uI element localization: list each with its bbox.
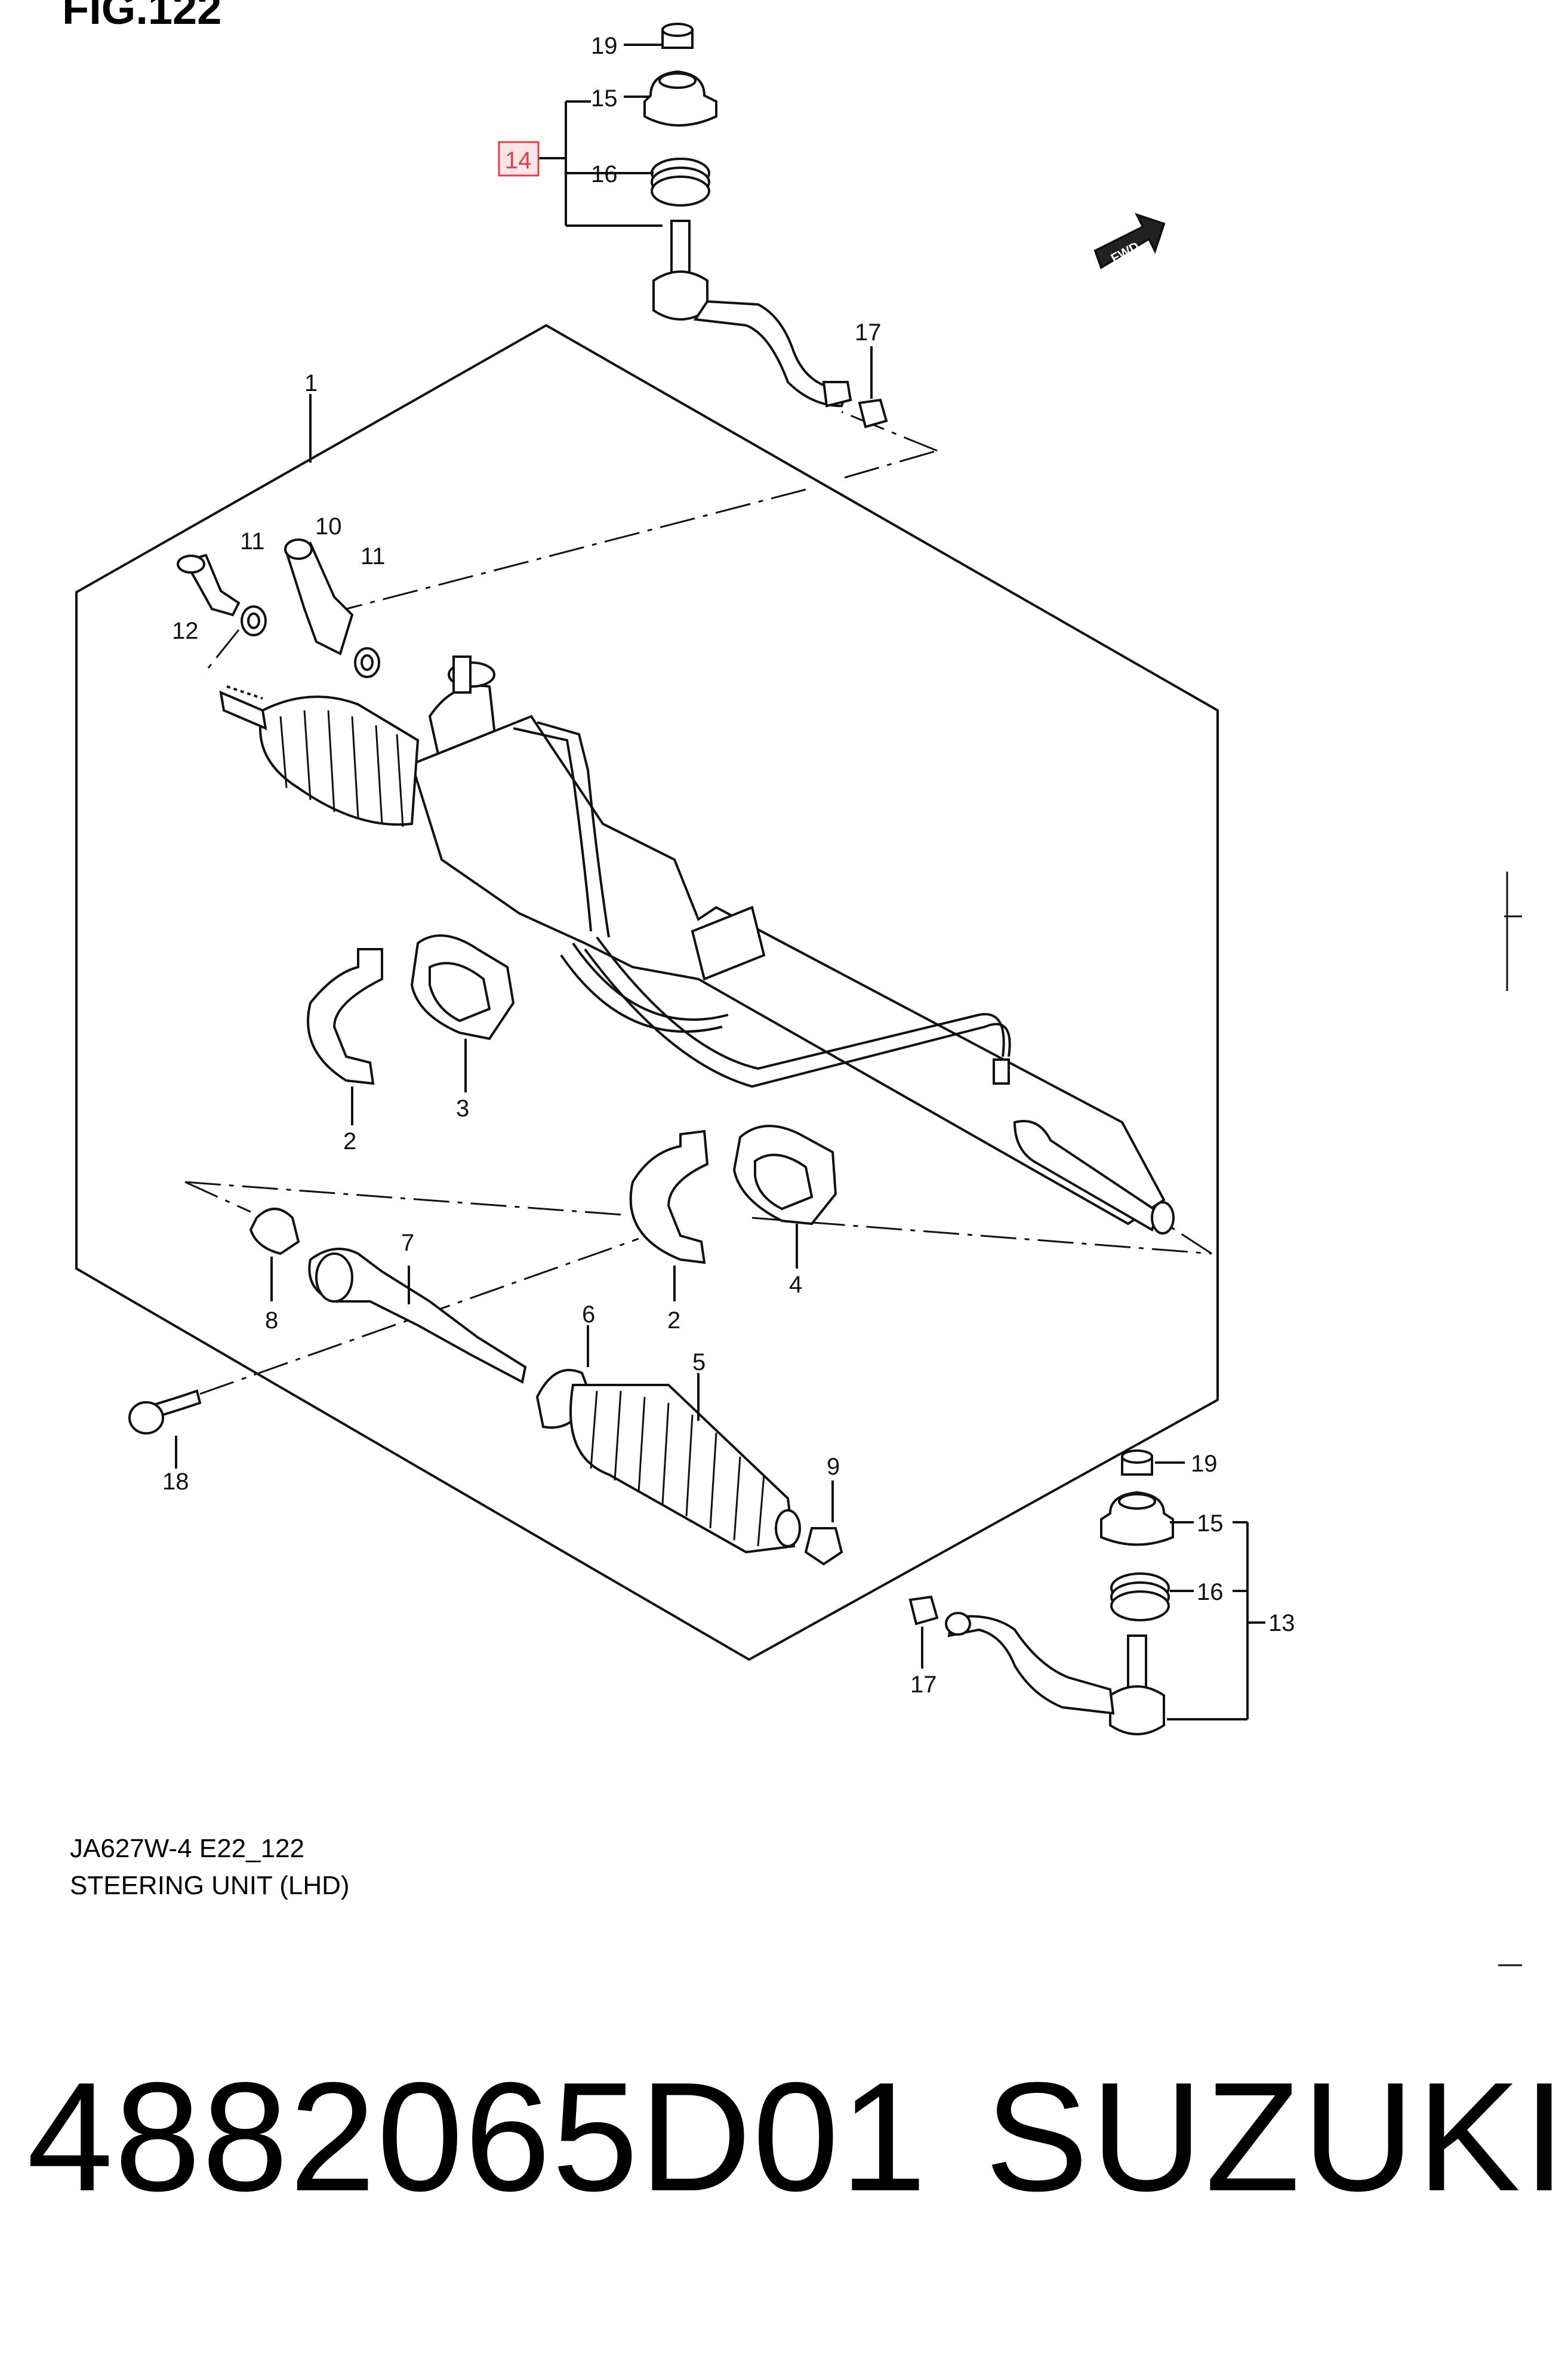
callout-17-top: 17 xyxy=(855,319,882,346)
callout-1: 1 xyxy=(304,370,318,396)
callout-3: 3 xyxy=(456,1095,469,1122)
callout-14: 14 xyxy=(505,147,532,174)
boot-assembly xyxy=(535,1325,843,1566)
callout-19-bottom: 19 xyxy=(1191,1451,1218,1477)
callout-11-left: 11 xyxy=(240,528,265,555)
callout-9: 9 xyxy=(827,1454,840,1480)
parts-diagram-page: FIG.122 xyxy=(27,0,1566,2224)
callout-18: 18 xyxy=(162,1469,189,1495)
fwd-arrow-icon xyxy=(1093,213,1166,269)
callout-15-bottom: 15 xyxy=(1197,1510,1224,1537)
mount-bracket-upper xyxy=(307,934,515,1125)
callout-17-bottom: 17 xyxy=(910,1672,937,1698)
callout-15-top: 15 xyxy=(591,85,618,112)
callout-16-top: 16 xyxy=(591,161,618,187)
callout-6: 6 xyxy=(582,1301,595,1328)
exploded-diagram: 19 15 14 16 17 1 10 11 11 12 3 2 7 4 8 2… xyxy=(75,23,1522,1966)
callout-12: 12 xyxy=(172,618,199,644)
fitting-parts xyxy=(177,538,380,678)
callout-5: 5 xyxy=(692,1349,706,1375)
inner-tie-rod xyxy=(249,1208,527,1384)
callout-7: 7 xyxy=(401,1230,414,1256)
callout-4: 4 xyxy=(789,1272,802,1298)
part-number: 4882065D01 xyxy=(27,2051,928,2224)
assembly-frame xyxy=(75,324,1219,1661)
mount-bracket-lower xyxy=(629,1125,837,1301)
callout-8: 8 xyxy=(265,1307,278,1334)
callout-11-right: 11 xyxy=(361,543,386,570)
callout-19-top: 19 xyxy=(591,33,618,59)
callout-10: 10 xyxy=(315,513,342,540)
callout-2-upper: 2 xyxy=(343,1128,356,1155)
steering-rack-housing xyxy=(219,655,1175,1235)
callout-2-lower: 2 xyxy=(667,1307,680,1334)
bolt-18 xyxy=(128,1389,202,1469)
callout-labels: 19 15 14 16 17 1 10 11 11 12 3 2 7 4 8 2… xyxy=(162,33,1295,1698)
figure-title: FIG.122 xyxy=(62,0,222,33)
tie-rod-end-top xyxy=(537,23,888,429)
diagram-caption: STEERING UNIT (LHD) xyxy=(70,1871,350,1900)
callout-13: 13 xyxy=(1268,1610,1295,1636)
tie-rod-end-bottom xyxy=(908,1449,1265,1735)
diagram-code: JA627W-4 E22_122 xyxy=(70,1834,305,1863)
highlight-box-14 xyxy=(498,141,540,177)
callout-16-bottom: 16 xyxy=(1197,1579,1224,1605)
brand-name: SUZUKI xyxy=(985,2051,1568,2224)
